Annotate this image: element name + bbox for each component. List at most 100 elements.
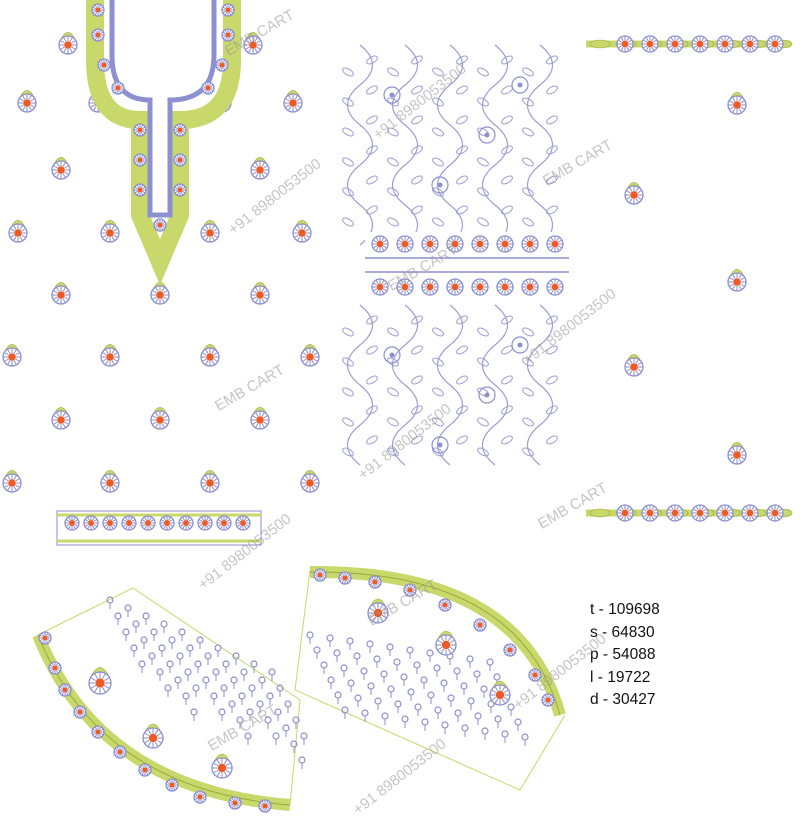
neckline-embroidery <box>86 0 241 285</box>
sleeve-flower <box>142 723 164 749</box>
butti-motif <box>58 32 78 55</box>
sleeve-flower <box>88 667 112 695</box>
sleeve-flower <box>367 598 389 624</box>
stat-d: d - 30427 <box>590 691 656 708</box>
stat-l: l - 19722 <box>590 668 651 686</box>
butti-motif <box>283 90 303 113</box>
butti-motif <box>250 407 270 430</box>
butti-motif <box>624 182 644 205</box>
sleeve-flower <box>58 683 72 697</box>
sleeve-flower <box>113 745 127 759</box>
butti-motif <box>300 470 320 493</box>
butti-motif <box>300 344 320 367</box>
sleeve-flower <box>403 583 417 597</box>
border-flower <box>641 35 659 53</box>
neck-flower <box>91 3 105 17</box>
butti-motif <box>2 344 22 367</box>
band-flower <box>471 278 489 296</box>
band-flower <box>371 278 389 296</box>
border-flower <box>159 515 175 531</box>
sleeve-flower <box>473 618 487 632</box>
butti-motif <box>2 470 22 493</box>
butti-motif <box>727 92 747 115</box>
band-flower <box>421 278 439 296</box>
border-flower <box>121 515 137 531</box>
band-flower <box>421 235 439 253</box>
sleeve-flower <box>368 575 382 589</box>
butti-motif <box>727 442 747 465</box>
sleeve-flower <box>228 796 242 810</box>
butti-motif <box>150 407 170 430</box>
neck-flower <box>215 58 229 72</box>
sleeve-flower <box>435 630 457 656</box>
butti-motif <box>292 220 312 243</box>
butti-motif <box>51 157 71 180</box>
sleeve-flower <box>211 753 233 779</box>
neck-flower <box>133 123 147 137</box>
border-flower <box>691 35 709 53</box>
border-flower <box>716 504 734 522</box>
stitch-stats: t - 109698 s - 64830 p - 54088 l - 19722… <box>590 599 660 712</box>
border-flower <box>140 515 156 531</box>
sleeve-flower <box>503 643 517 657</box>
butti-motif <box>200 220 220 243</box>
border-flower <box>766 504 784 522</box>
border-flower <box>666 504 684 522</box>
butti-motif <box>100 470 120 493</box>
band-flower <box>521 278 539 296</box>
sleeve-flower <box>38 631 52 645</box>
butti-motif <box>17 90 37 113</box>
band-flower <box>396 235 414 253</box>
butti-motif <box>250 282 270 305</box>
border-flower <box>216 515 232 531</box>
neck-flower <box>133 153 147 167</box>
band-flower <box>446 278 464 296</box>
stat-total: t - 109698 <box>590 601 660 618</box>
butti-motif <box>727 269 747 292</box>
band-flower <box>546 278 564 296</box>
stat-p: p - 54088 <box>590 646 656 663</box>
border-flower <box>641 504 659 522</box>
band-flower <box>446 235 464 253</box>
band-flower <box>396 278 414 296</box>
neck-flower <box>221 28 235 42</box>
butti-motif <box>250 157 270 180</box>
neck-flower <box>221 3 235 17</box>
sleeve-flower <box>91 725 105 739</box>
neck-flower <box>97 58 111 72</box>
sleeve-flower <box>489 680 511 706</box>
sleeve-flower <box>528 668 542 682</box>
butti-motif <box>100 220 120 243</box>
left-sleeve-panel <box>32 587 308 811</box>
butti-motif <box>200 344 220 367</box>
border-flower <box>178 515 194 531</box>
neck-flower <box>133 183 147 197</box>
sleeve-flower <box>193 790 207 804</box>
butti-motif <box>200 470 220 493</box>
butti-motif <box>100 344 120 367</box>
neck-flower <box>173 183 187 197</box>
sleeve-flower <box>165 778 179 792</box>
butti-motif <box>8 220 28 243</box>
band-flower <box>471 235 489 253</box>
butti-motif <box>51 407 71 430</box>
border-flower <box>716 35 734 53</box>
band-flower <box>546 235 564 253</box>
butti-motif <box>51 282 71 305</box>
sleeve-flower <box>73 705 87 719</box>
border-flower <box>666 35 684 53</box>
sleeve-flower <box>48 661 62 675</box>
border-flower <box>741 504 759 522</box>
border-flower <box>616 35 634 53</box>
neck-flower <box>111 81 125 95</box>
sleeve-flower <box>258 799 272 813</box>
jaal-vine-pattern <box>342 44 558 466</box>
border-flower <box>83 515 99 531</box>
border-flower <box>691 504 709 522</box>
border-flower <box>616 504 634 522</box>
neck-flower <box>153 218 167 232</box>
border-flower <box>235 515 251 531</box>
stat-s: s - 64830 <box>590 623 655 641</box>
right-sleeve-panel <box>294 565 566 791</box>
neck-flower <box>173 153 187 167</box>
